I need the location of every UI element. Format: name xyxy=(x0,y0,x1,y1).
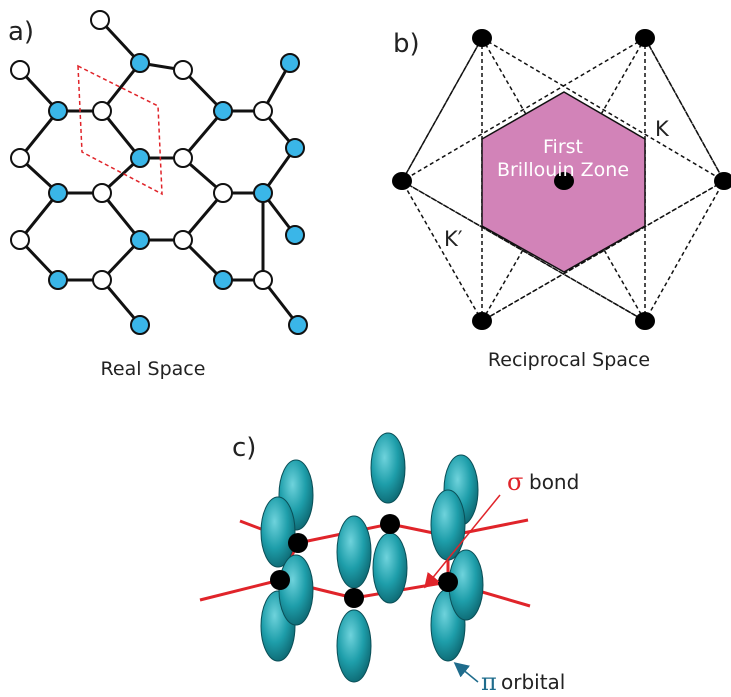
atom-sublattice-a xyxy=(253,183,273,203)
k-point-label: K xyxy=(655,117,670,141)
atom-sublattice-a xyxy=(48,270,68,290)
atom-sublattice-b xyxy=(253,270,273,290)
atom-sublattice-a xyxy=(285,225,305,245)
atom-sublattice-b xyxy=(213,183,233,203)
lattice-bond xyxy=(181,192,225,241)
atom-sublattice-a xyxy=(285,138,305,158)
panel-a-letter: a) xyxy=(8,17,34,47)
lattice-bond xyxy=(100,192,142,241)
atom-sublattice-b xyxy=(92,101,112,121)
atom-sublattice-b xyxy=(10,148,30,168)
sigma-arrow xyxy=(424,494,501,589)
panel-b-letter: b) xyxy=(393,29,420,59)
atom-sublattice-a xyxy=(130,53,150,73)
atom-sublattice-a xyxy=(48,183,68,203)
atom-sublattice-a xyxy=(130,148,150,168)
atom-sublattice-b xyxy=(173,230,193,250)
lattice-bond xyxy=(100,62,142,112)
lattice-bond xyxy=(18,110,60,159)
atom-sublattice-b xyxy=(253,101,273,121)
panel-c: c) xyxy=(199,432,579,696)
atom-sublattice-a xyxy=(213,101,233,121)
zone-label-line1: First xyxy=(543,136,583,158)
atom-sublattice-a xyxy=(280,53,300,73)
sigma-symbol: σ xyxy=(507,468,523,496)
atom-sublattice-b xyxy=(90,10,110,30)
graphene-lattice xyxy=(10,10,308,335)
atom-sublattice-b xyxy=(173,148,193,168)
atom-sublattice-a xyxy=(288,315,308,335)
pi-symbol: π xyxy=(481,668,497,696)
panel-b: b) First Brillouin Zone K K′ Reciprocal … xyxy=(392,29,731,371)
atom-sublattice-b xyxy=(92,270,112,290)
unit-cell xyxy=(77,64,163,196)
atom-sublattice-a xyxy=(130,230,150,250)
kprime-point-label: K′ xyxy=(444,227,463,251)
reciprocal-lattice-points xyxy=(392,29,731,330)
panel-a: a) Real Space xyxy=(8,10,308,380)
panel-b-caption: Reciprocal Space xyxy=(488,349,650,371)
lattice-bond xyxy=(100,110,142,159)
carbon-atoms xyxy=(270,514,458,608)
pi-label: orbital xyxy=(501,670,565,694)
zone-label-line2: Brillouin Zone xyxy=(497,159,629,181)
orbitals-front xyxy=(260,489,484,683)
atom-sublattice-b xyxy=(173,60,193,80)
atom-sublattice-b xyxy=(92,183,112,203)
atom-sublattice-b xyxy=(10,230,30,250)
panel-c-letter: c) xyxy=(232,433,256,463)
atom-sublattice-a xyxy=(213,270,233,290)
panel-a-caption: Real Space xyxy=(101,358,206,380)
atom-sublattice-a xyxy=(130,315,150,335)
atom-sublattice-a xyxy=(48,101,68,121)
lattice-bond xyxy=(181,110,225,159)
pi-arrow xyxy=(453,662,479,683)
atom-sublattice-b xyxy=(10,60,30,80)
lattice-bond xyxy=(18,192,60,241)
sigma-label: bond xyxy=(529,470,579,494)
